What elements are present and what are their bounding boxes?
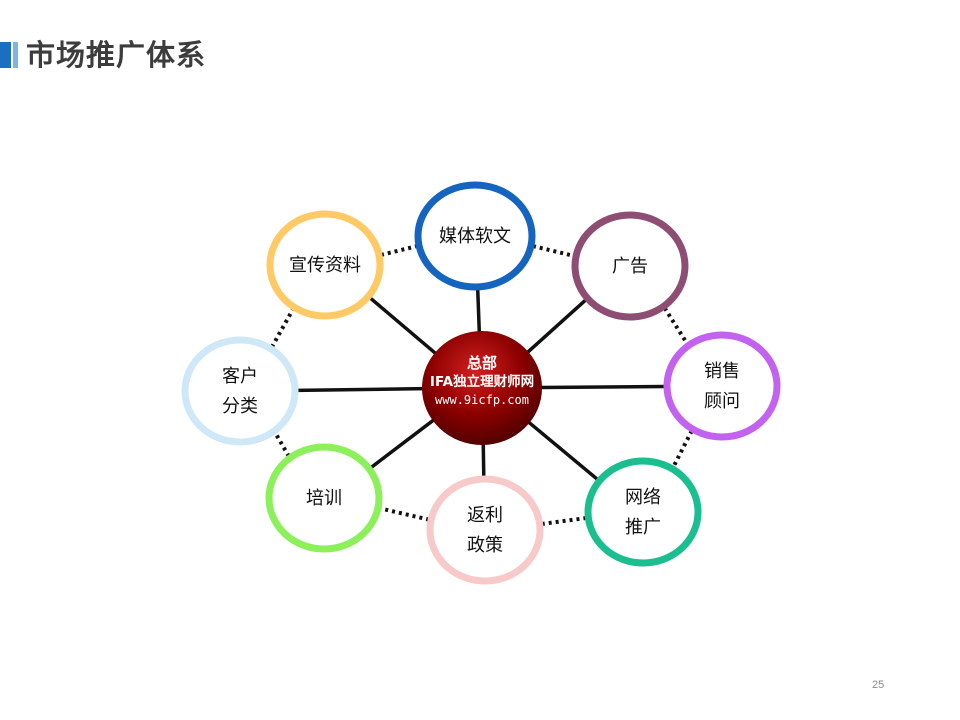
node-circle-training — [265, 443, 383, 553]
node-media: 媒体软文 — [414, 181, 536, 291]
spoke-network — [526, 420, 599, 482]
title-accent-dark — [0, 42, 11, 68]
node-training: 培训 — [265, 443, 383, 553]
node-label-ads-1: 广告 — [612, 256, 648, 277]
title-accent-light — [13, 42, 18, 68]
node-circle-ads — [571, 211, 689, 321]
node-label-sales-1: 销售 — [704, 361, 740, 382]
ring-link-sales — [671, 429, 694, 469]
node-label-network-1: 网络 — [625, 487, 661, 508]
node-circle-rebate — [426, 475, 544, 585]
spoke-training — [369, 418, 436, 470]
node-label-sales-2: 顾问 — [704, 391, 740, 412]
ring-link-promo — [380, 244, 418, 257]
spoke-promo — [368, 296, 438, 356]
spoke-sales — [539, 384, 666, 390]
node-label-rebate-2: 政策 — [467, 535, 503, 556]
center-line-2: IFA独立理财师网 — [430, 373, 534, 390]
ring-link-network — [541, 516, 587, 526]
node-label-training-1: 培训 — [306, 488, 342, 509]
outer-ring-links — [270, 244, 694, 526]
center-hub-circle — [422, 331, 542, 445]
node-circle-sales — [663, 331, 781, 441]
spoke-links — [296, 288, 666, 482]
ring-link-media — [532, 244, 575, 258]
center-hub: 总部 IFA独立理财师网 www.9icfp.com — [422, 331, 542, 445]
node-label-promo-1: 宣传资料 — [289, 255, 361, 276]
node-label-media-1: 媒体软文 — [439, 226, 511, 247]
title-accent-bar — [0, 42, 20, 68]
spoke-ads — [525, 298, 588, 355]
node-label-rebate-1: 返利 — [467, 505, 503, 526]
ring-link-rebate — [379, 506, 430, 522]
page-title: 市场推广体系 — [26, 38, 207, 72]
node-label-network-2: 推广 — [625, 517, 661, 538]
node-ads: 广告 — [571, 211, 689, 321]
node-label-customer-1: 客户 — [222, 366, 258, 387]
node-promo: 宣传资料 — [266, 210, 384, 320]
page-number: 25 — [872, 679, 885, 691]
center-line-1: 总部 — [467, 354, 497, 372]
node-circle-promo — [266, 210, 384, 320]
node-circle-media — [414, 181, 536, 291]
node-circle-customer — [181, 336, 299, 446]
ring-link-ads — [662, 306, 690, 346]
spoke-rebate — [481, 442, 486, 478]
spoke-customer — [296, 386, 425, 393]
node-circle-network — [584, 457, 702, 567]
ring-link-customer — [270, 307, 295, 349]
spoke-media — [475, 288, 482, 334]
center-line-3: www.9icfp.com — [435, 393, 529, 407]
ring-link-training — [273, 431, 291, 458]
node-label-customer-2: 分类 — [222, 396, 258, 417]
